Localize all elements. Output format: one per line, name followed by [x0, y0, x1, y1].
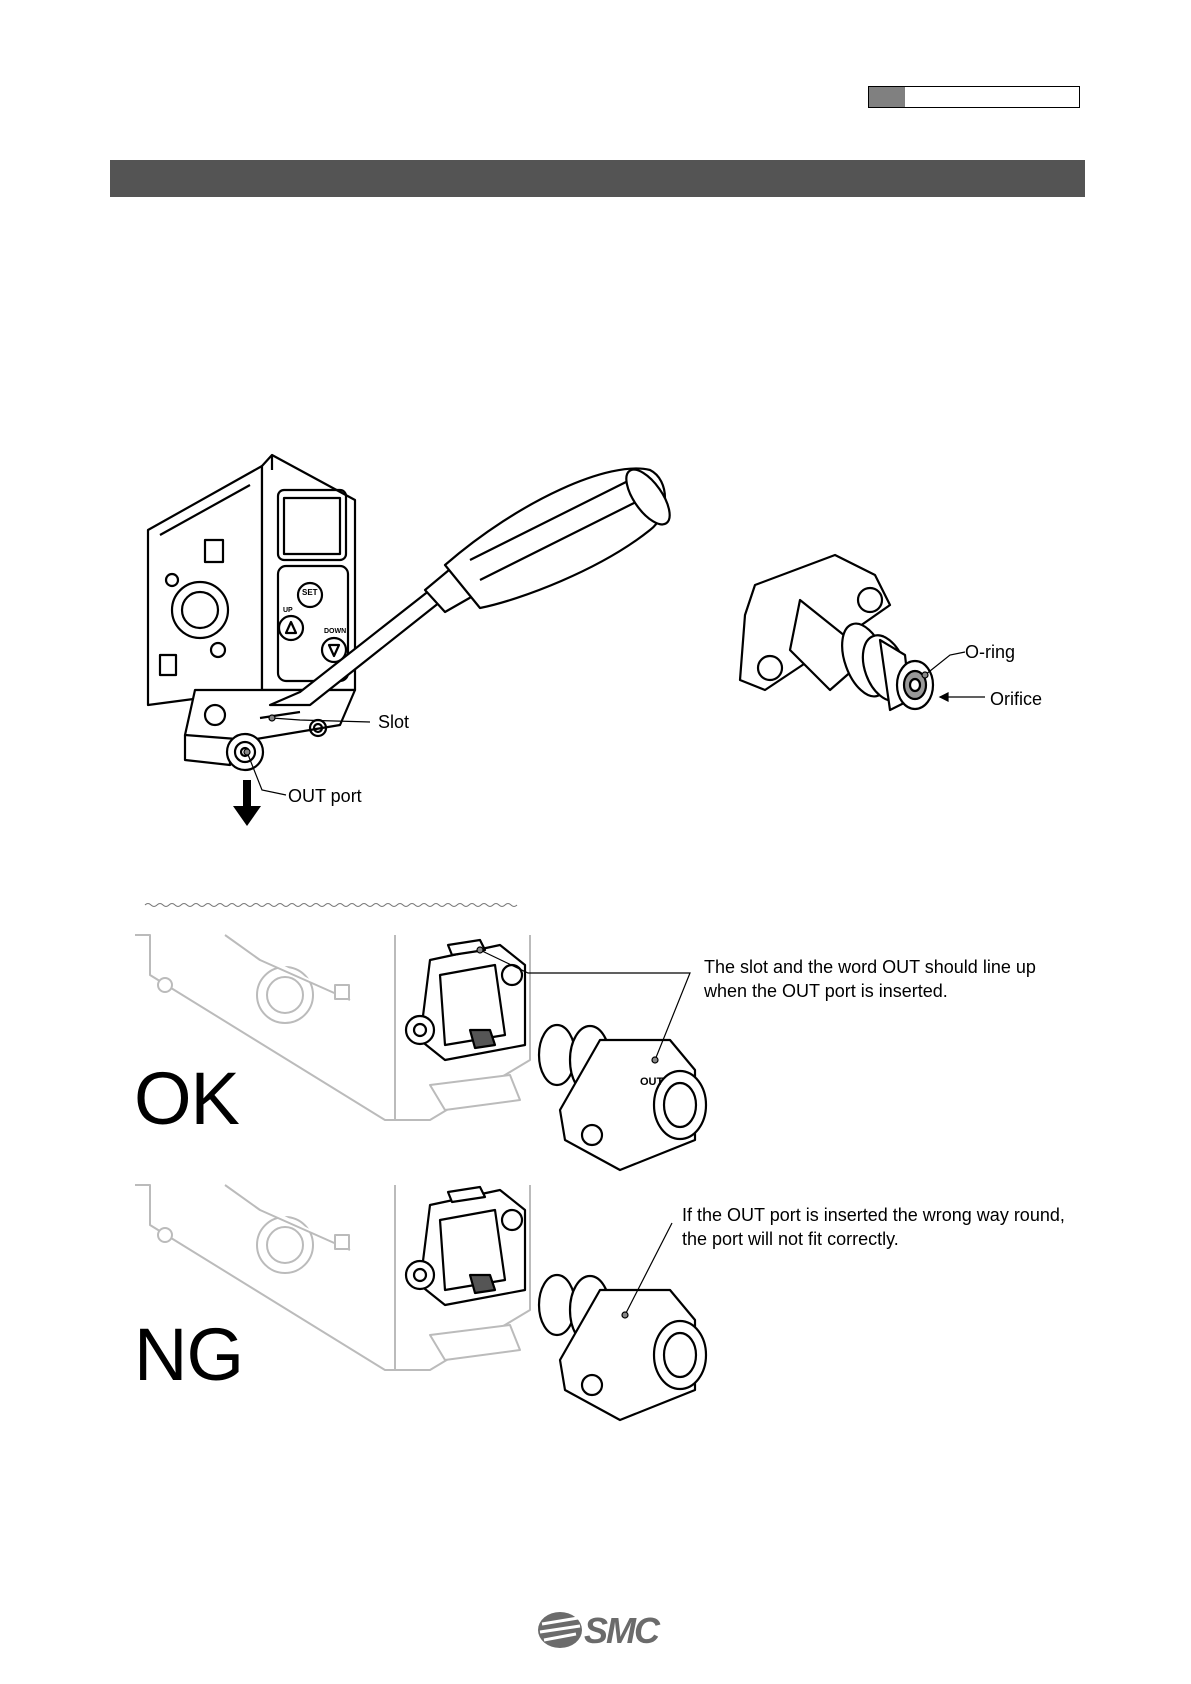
ng-note-line2: the port will not fit correctly. [682, 1227, 1065, 1251]
ng-port-illustration [539, 1275, 706, 1420]
ok-note-line1: The slot and the word OUT should line up [704, 955, 1036, 979]
up-key-label: UP [283, 607, 293, 614]
out-port-orifice-illustration [740, 555, 933, 710]
ok-mark: OK [134, 1062, 239, 1136]
sensor-body-illustration [148, 455, 355, 770]
ng-mark: NG [134, 1318, 243, 1392]
smc-logo-text: SMC [584, 1610, 658, 1652]
ok-port-illustration [539, 1025, 706, 1170]
ok-port-out-text: OUT [640, 1076, 663, 1088]
down-key-label: DOWN [324, 628, 346, 635]
oring-label: O-ring [965, 642, 1015, 663]
smc-logo-icon [538, 1612, 582, 1648]
orifice-label: Orifice [990, 689, 1042, 710]
slot-label: Slot [378, 712, 409, 733]
separator-line [145, 904, 517, 907]
ng-note-line1: If the OUT port is inserted the wrong wa… [682, 1203, 1065, 1227]
ok-note: The slot and the word OUT should line up… [704, 955, 1036, 1003]
out-port-label: OUT port [288, 786, 362, 807]
set-key-label: SET [302, 588, 318, 597]
ok-note-line2: when the OUT port is inserted. [704, 979, 1036, 1003]
pull-down-arrow [233, 780, 261, 826]
ng-note: If the OUT port is inserted the wrong wa… [682, 1203, 1065, 1251]
